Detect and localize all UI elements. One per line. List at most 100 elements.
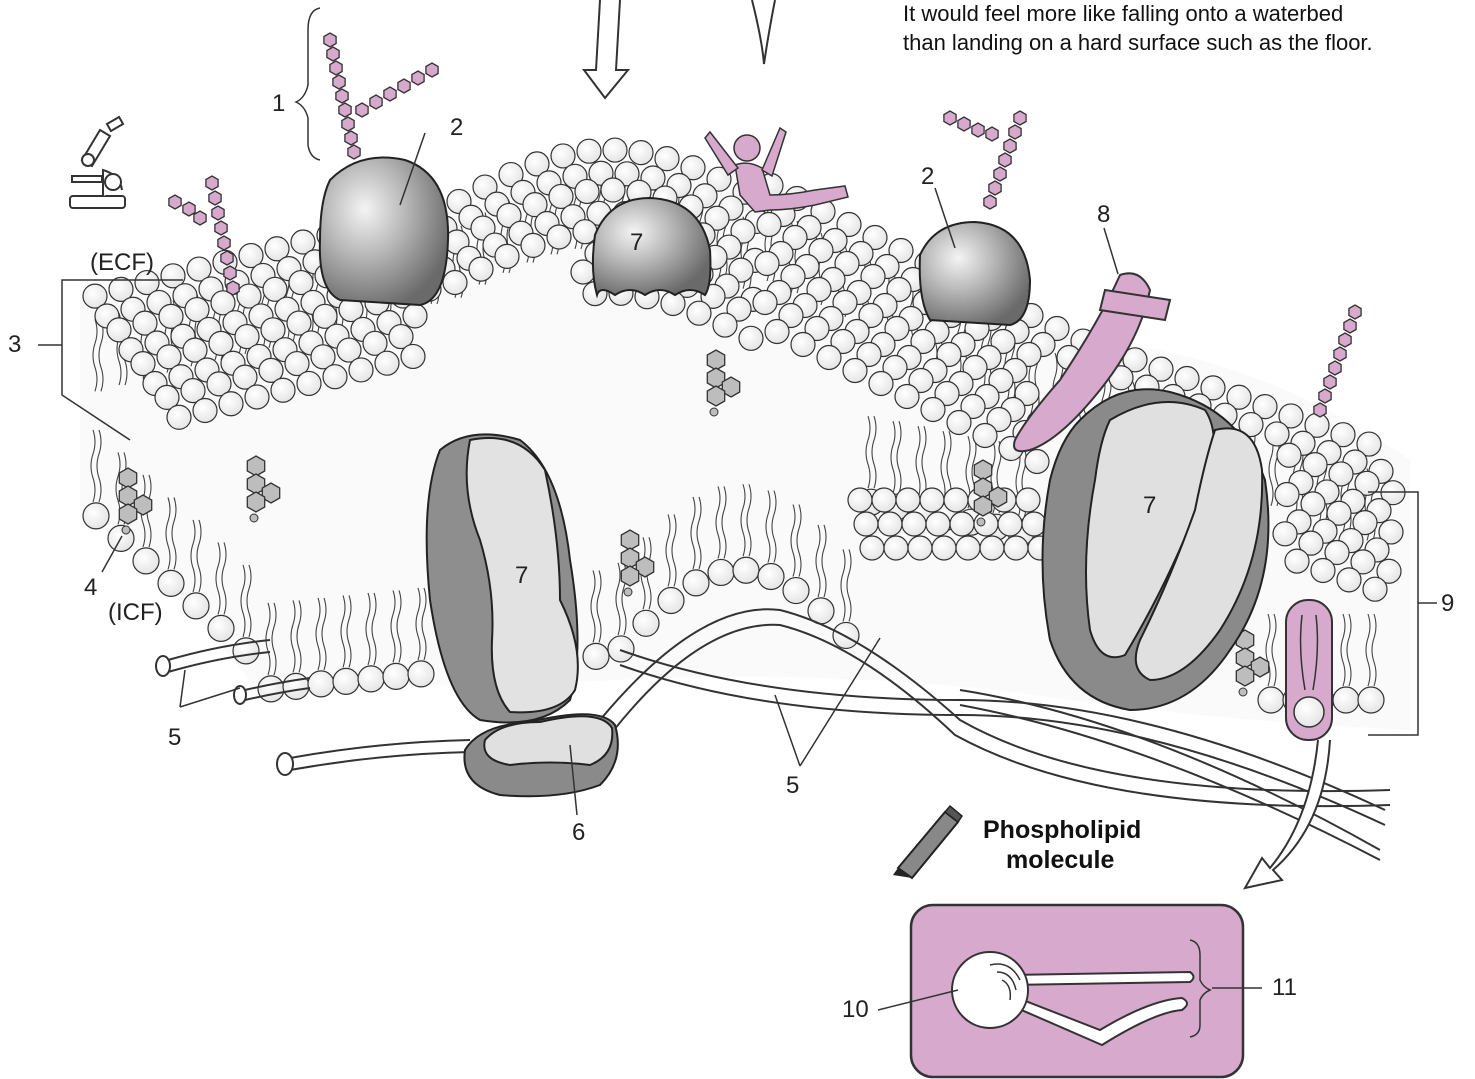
hexagon-unit (944, 111, 956, 125)
lipid-head (1311, 558, 1335, 582)
cholesterol-tail (710, 408, 718, 416)
label-4: 4 (84, 574, 97, 601)
lipid-head (783, 578, 809, 604)
label-7-left: 7 (515, 562, 528, 589)
lipid-head (1358, 687, 1384, 713)
lipid-head (895, 385, 919, 409)
label-7-top: 7 (630, 229, 643, 256)
lipid-head (950, 512, 974, 536)
highlighted-phospholipid (1286, 600, 1332, 740)
hexagon-unit (707, 386, 724, 406)
hexagon-unit (1314, 403, 1326, 417)
hexagon-unit (218, 236, 230, 250)
hexagon-unit (342, 117, 354, 131)
cholesterol-tail (624, 588, 632, 596)
lipid-head (571, 260, 595, 284)
lipid-head (333, 668, 359, 694)
hexagon-unit (183, 202, 195, 216)
lipid-head (1258, 687, 1284, 713)
label-6: 6 (572, 819, 585, 846)
hexagon-unit (327, 47, 339, 61)
hexagon-unit (224, 266, 236, 280)
lipid-head (583, 643, 609, 669)
lipid-head (167, 405, 191, 429)
hexagon-unit (1324, 375, 1336, 389)
peripheral-protein-6 (464, 714, 617, 796)
phospholipid-inset (878, 905, 1262, 1077)
hexagon-unit (1319, 389, 1331, 403)
lipid-head (271, 378, 295, 402)
cholesterol-tail (1239, 688, 1247, 696)
hexagon-unit (212, 206, 224, 220)
lipid-head (547, 225, 571, 249)
lipid-head (758, 563, 784, 589)
inset-title-line-1: Phospholipid (983, 816, 1141, 844)
hexagon-unit (1236, 666, 1253, 686)
hexagon-unit (1339, 333, 1351, 347)
lipid-head (884, 536, 908, 560)
label-3: 3 (8, 331, 21, 358)
lipid-head (495, 244, 519, 268)
label-9: 9 (1441, 590, 1454, 617)
hexagon-unit (206, 176, 218, 190)
lipid-head (739, 326, 763, 350)
lipid-head (245, 385, 269, 409)
hexagon-unit (384, 87, 396, 101)
lipid-head (908, 536, 932, 560)
lipid-head (401, 344, 425, 368)
lipid-head (980, 536, 1004, 560)
lipid-head (1016, 488, 1040, 512)
hexagon-unit (215, 221, 227, 235)
label-ecf: (ECF) (90, 249, 154, 276)
lipid-head (713, 313, 737, 337)
hexagon-unit (345, 131, 357, 145)
lipid-head (133, 548, 159, 574)
lipid-head (791, 333, 815, 357)
hexagon-unit (221, 251, 233, 265)
glycocalyx-chain-far-right (1314, 305, 1361, 417)
hexagon-unit (119, 468, 136, 488)
lipid-head (349, 358, 373, 382)
lipid-head (408, 661, 434, 687)
hexagon-unit (336, 89, 348, 103)
lipid-head (308, 671, 334, 697)
lipid-head (603, 138, 627, 162)
hexagon-unit (1009, 125, 1021, 139)
hexagon-unit (707, 350, 724, 370)
lipid-head (733, 557, 759, 583)
lipid-head (753, 291, 777, 315)
label-11: 11 (1272, 974, 1297, 1001)
lipid-head (998, 512, 1022, 536)
caption-line-1: It would feel more like falling onto a w… (903, 1, 1343, 26)
lipid-head (872, 488, 896, 512)
lipid-head (843, 359, 867, 383)
lipid-head (956, 536, 980, 560)
hexagon-unit (1329, 361, 1341, 375)
lipid-head (896, 488, 920, 512)
hexagon-unit (1014, 111, 1026, 125)
hexagon-unit (209, 191, 221, 205)
label-5-center: 5 (786, 772, 799, 799)
lipid-head (629, 141, 653, 165)
down-arrow (584, 0, 775, 98)
lipid-head (658, 587, 684, 613)
label-icf: (ICF) (108, 599, 163, 626)
lipid-head (575, 179, 599, 203)
hexagon-unit (333, 75, 345, 89)
lipid-head (208, 615, 234, 641)
lipid-head (358, 666, 384, 692)
hexagon-unit (994, 167, 1006, 181)
hexagon-unit (426, 63, 438, 77)
hexagon-unit (958, 117, 970, 131)
label-7-right: 7 (1143, 492, 1156, 519)
cholesterol-tail (250, 514, 258, 522)
lipid-head (469, 257, 493, 281)
hexagon-unit (999, 153, 1011, 167)
label-2-right: 2 (921, 163, 934, 190)
lipid-head (944, 488, 968, 512)
lipid-head (1275, 483, 1299, 507)
glycoprotein-2-right (920, 222, 1030, 325)
lipid-head (1333, 687, 1359, 713)
lipid-head (860, 536, 884, 560)
lipid-head (765, 320, 789, 344)
